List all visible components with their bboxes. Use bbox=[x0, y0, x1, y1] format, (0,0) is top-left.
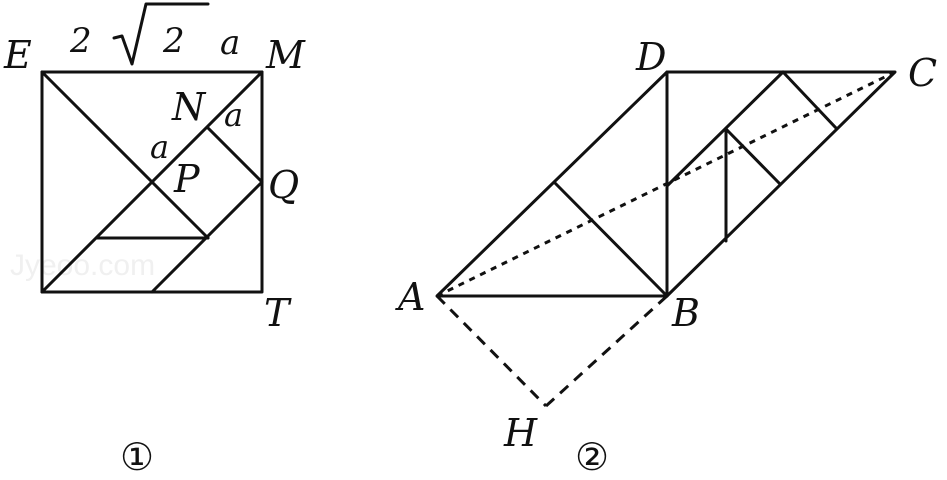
variable-a: a bbox=[220, 23, 240, 63]
label-C: C bbox=[908, 51, 937, 95]
radical-sign bbox=[112, 2, 210, 66]
diagonal-E-to-inner bbox=[40, 70, 210, 240]
dotted-diagonal-AC bbox=[436, 70, 896, 298]
caption-1: ① bbox=[120, 435, 154, 479]
label-A: A bbox=[395, 275, 425, 319]
radicand-2: 2 bbox=[162, 21, 185, 61]
watermark: Jyeoo.com bbox=[10, 249, 155, 282]
label-H: H bbox=[503, 411, 538, 455]
caption-2: ② bbox=[575, 435, 609, 479]
label-N: N bbox=[171, 85, 207, 129]
label-P: P bbox=[173, 157, 201, 201]
label-T: T bbox=[264, 291, 292, 335]
side-length-label: 2 2 a bbox=[69, 2, 240, 66]
figure-1-tangram-square bbox=[40, 70, 264, 294]
label-B: B bbox=[671, 291, 700, 335]
inner-line-left bbox=[553, 181, 669, 298]
dashed-AH bbox=[435, 294, 548, 408]
dashed-HB bbox=[544, 294, 669, 408]
coefficient-2: 2 bbox=[69, 21, 92, 61]
segment-N-to-Q bbox=[206, 126, 264, 184]
inner-short-2 bbox=[724, 127, 782, 186]
diagonal-to-M bbox=[40, 70, 264, 294]
label-E: E bbox=[3, 33, 32, 77]
label-a-NQ: a bbox=[224, 96, 243, 134]
label-D: D bbox=[635, 35, 666, 79]
figure-2-parallelogram bbox=[435, 70, 897, 408]
label-Q: Q bbox=[268, 163, 299, 207]
inner-short-1 bbox=[781, 70, 838, 130]
label-a-PN: a bbox=[150, 128, 169, 166]
label-M: M bbox=[265, 33, 306, 77]
